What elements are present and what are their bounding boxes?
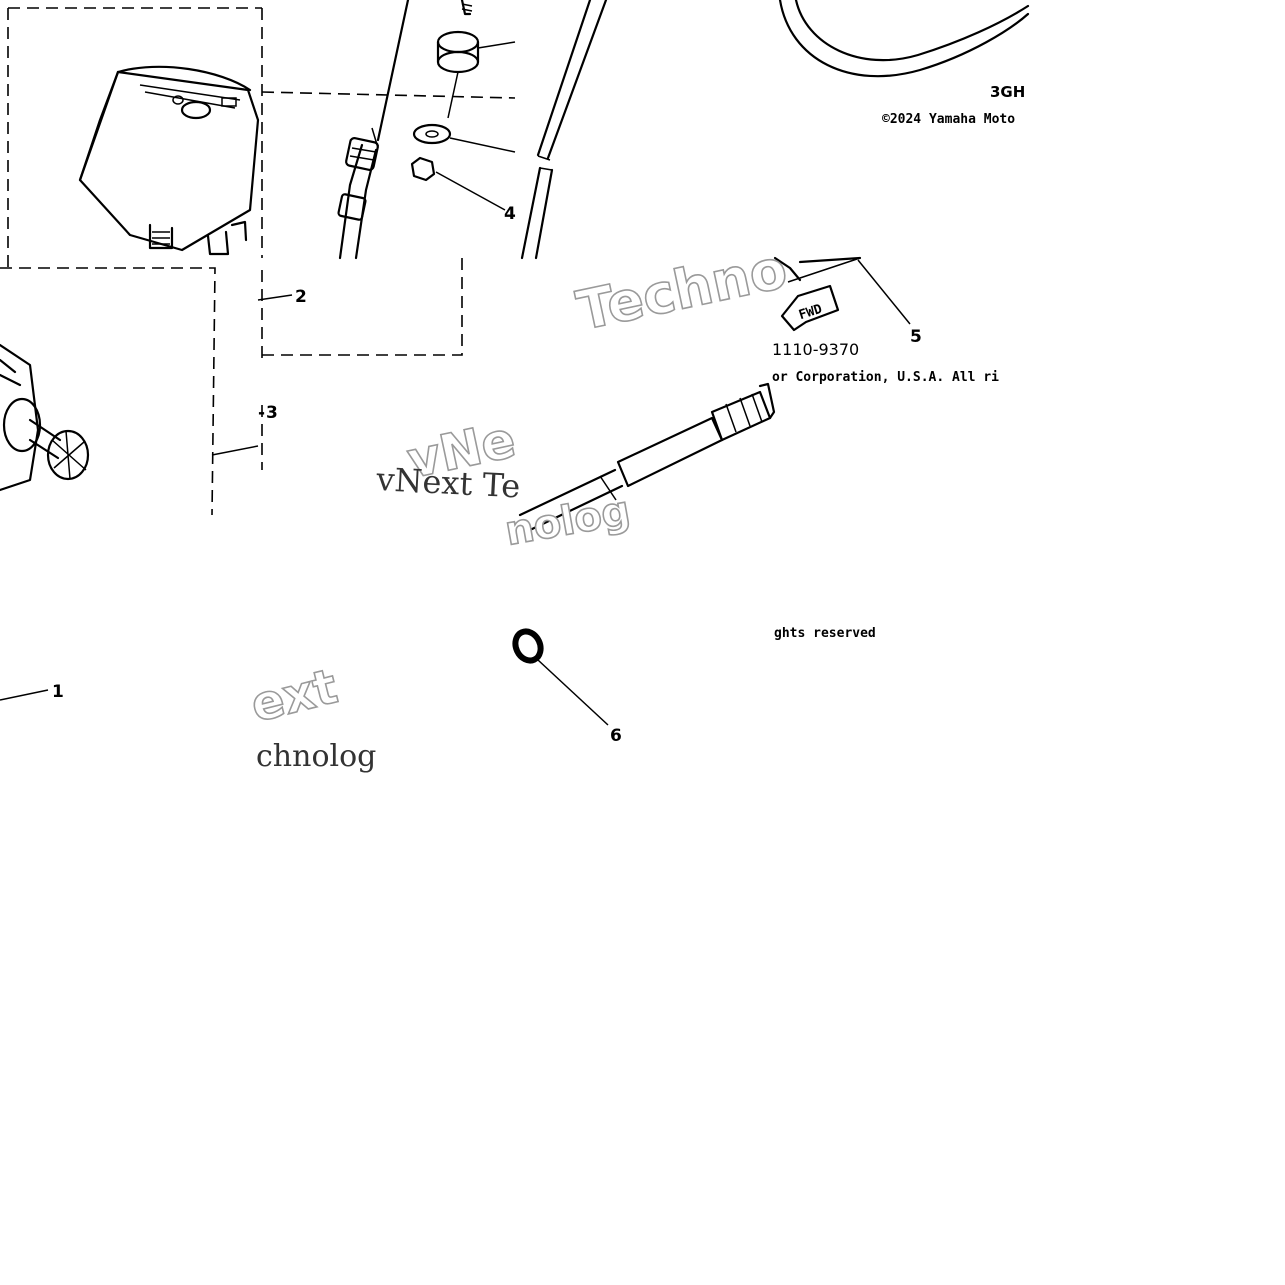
callout-5: 5	[910, 327, 922, 347]
model-code: 3GH	[990, 83, 1025, 101]
watermark-nolog: nolog	[502, 488, 634, 555]
gauge-assembly-lower	[0, 343, 90, 492]
rights-reserved-line: ghts reserved	[774, 626, 876, 641]
dashed-panel-borders	[0, 91, 516, 516]
callout-6: 6	[610, 726, 622, 746]
part-reference: 1110-9370	[772, 340, 859, 359]
cable-lower-section	[518, 256, 911, 532]
watermark-techno: Techno	[572, 237, 793, 343]
corporation-line: or Corporation, U.S.A. All ri	[772, 370, 999, 385]
speedometer-assembly	[7, 7, 263, 268]
watermark-vnext-te: vNext Te	[375, 460, 522, 506]
callout-4: 4	[504, 204, 516, 224]
callout-2: 2	[295, 287, 307, 307]
speedometer-cable-loop	[520, 0, 1030, 260]
copyright-line: ©2024 Yamaha Moto	[882, 112, 1015, 127]
watermark-chnolog: chnolog	[256, 739, 376, 774]
watermark-ext: ext	[245, 658, 342, 733]
callout-leaders	[0, 294, 293, 701]
fwd-arrow-label: FWD	[797, 302, 824, 324]
cable-grommet-assembly	[337, 0, 516, 260]
callout-3: 3	[266, 403, 278, 423]
callout-3-dash: -	[258, 403, 265, 423]
callout-1: 1	[52, 682, 64, 702]
o-ring-part	[512, 628, 609, 726]
